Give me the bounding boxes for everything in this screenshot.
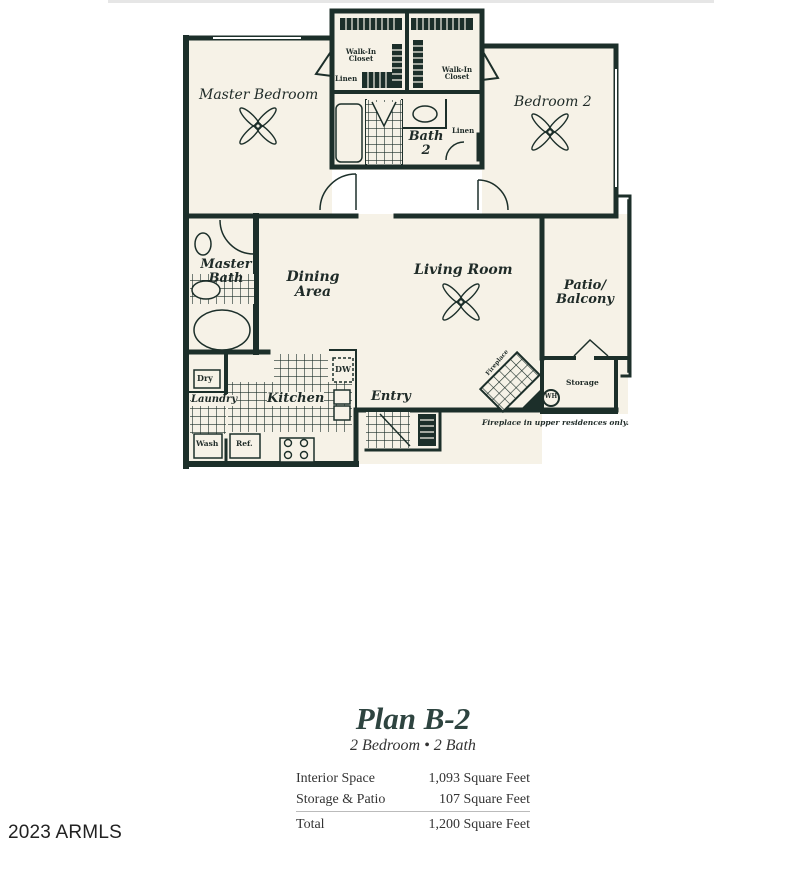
room-label-bedroom-2: Bedroom 2 — [514, 94, 592, 110]
area-total-value: 1,200 Square Feet — [405, 811, 530, 836]
room-label-dry: Dry — [197, 373, 213, 383]
area-row: Storage & Patio 107 Square Feet — [296, 790, 530, 812]
room-label-bath-2: Bath 2 — [408, 129, 444, 158]
room-label-refrigerator: Ref. — [236, 439, 253, 448]
room-label-storage: Storage — [566, 378, 599, 387]
area-value: 1,093 Square Feet — [428, 771, 530, 786]
room-label-patio-balcony: Patio/ Balcony — [556, 278, 614, 307]
room-label-wash: Wash — [196, 439, 219, 448]
room-label-entry: Entry — [371, 389, 411, 404]
room-label-kitchen: Kitchen — [267, 391, 325, 406]
area-label: Interior Space — [296, 771, 375, 786]
room-label-water-heater: WH — [544, 393, 558, 400]
room-label-walk-in-closet-2: Walk-In Closet — [441, 65, 473, 82]
top-border-strip — [108, 0, 714, 3]
room-label-walk-in-closet-1: Walk-In Closet — [345, 47, 377, 64]
floor-plan: Master Bedroom Walk-In Closet Walk-In Cl… — [183, 8, 632, 469]
room-label-master-bedroom: Master Bedroom — [199, 87, 319, 103]
room-label-linen-1: Linen — [335, 74, 358, 83]
plan-info: Plan B-2 2 Bedroom • 2 Bath Interior Spa… — [296, 702, 530, 836]
area-value: 107 Square Feet — [439, 792, 530, 807]
area-table: Interior Space 1,093 Square Feet Storage… — [296, 769, 530, 836]
room-label-master-bath: Master Bath — [200, 257, 252, 286]
area-label: Storage & Patio — [296, 792, 386, 807]
room-label-living-room: Living Room — [414, 262, 513, 278]
room-label-linen-2: Linen — [452, 126, 475, 135]
plan-title: Plan B-2 — [355, 701, 471, 736]
room-label-laundry: Laundry — [191, 394, 238, 406]
fireplace-note: Fireplace in upper residences only. — [482, 418, 629, 427]
room-label-dishwasher: DW — [335, 364, 351, 374]
copyright-watermark: 2023 ARMLS — [8, 822, 122, 843]
plan-subtitle: 2 Bedroom • 2 Bath — [350, 737, 476, 754]
area-total-label: Total — [296, 811, 406, 836]
area-total-row: Total 1,200 Square Feet — [296, 811, 530, 836]
area-row: Interior Space 1,093 Square Feet — [296, 769, 530, 790]
room-label-dining-area: Dining Area — [286, 269, 340, 300]
floor-plan-drawing — [183, 8, 632, 469]
